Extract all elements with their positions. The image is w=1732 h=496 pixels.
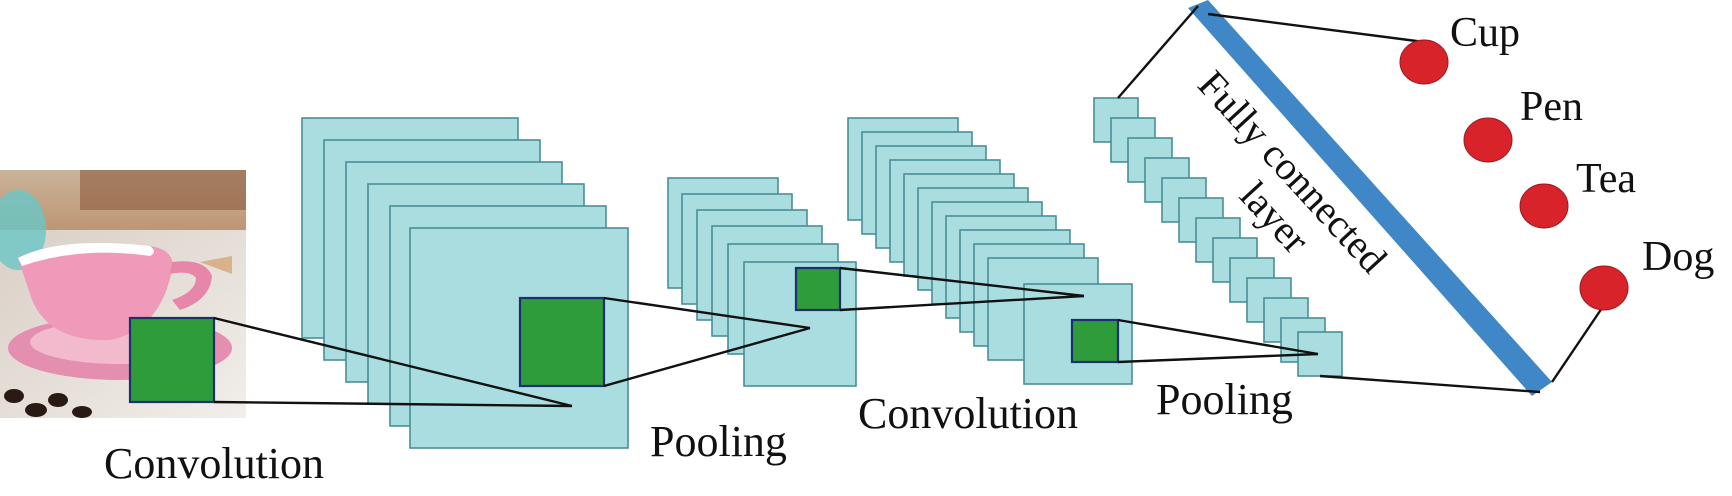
connection-line [1117,318,1319,356]
connection-line [1117,5,1199,99]
output-node-cup [1399,39,1449,85]
output-label-pen: Pen [1520,84,1583,130]
label-conv2: Convolution [858,389,1078,438]
conv2-kernel [1070,318,1120,364]
fc-layer-bar [1188,0,1552,396]
pool1-kernel [794,266,842,312]
connection-line [213,316,573,408]
conv1-kernel [518,296,606,388]
connection-line [1207,12,1425,44]
connection-lines [213,5,1603,408]
conv1-feature-maps [301,117,629,449]
output-node-dog [1579,265,1629,311]
connection-line [1551,307,1603,383]
connection-line [1117,352,1319,364]
input-kernel [128,316,216,404]
connection-line [603,296,811,330]
output-label-dog: Dog [1642,234,1714,280]
connection-line [1319,374,1541,394]
output-label-tea: Tea [1576,156,1636,202]
label-conv1: Convolution [104,439,324,488]
output-label-cup: Cup [1450,10,1520,56]
output-node-pen [1463,117,1513,163]
connection-line [839,294,1085,312]
label-pool1: Pooling [650,417,787,466]
connection-line [603,326,811,388]
connection-line [213,400,573,408]
output-node-tea [1519,183,1569,229]
label-pool2: Pooling [1156,375,1293,424]
output-nodes [1399,39,1629,311]
connection-line [839,266,1085,298]
